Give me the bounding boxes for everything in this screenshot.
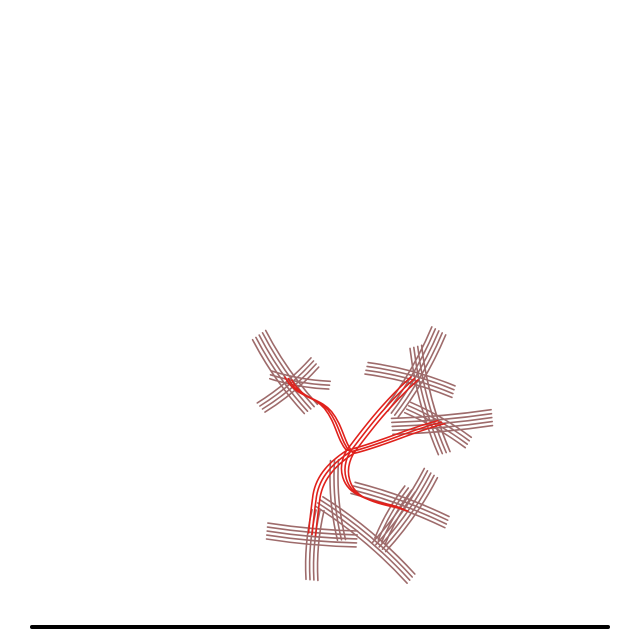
fiber-strand <box>354 481 450 518</box>
fiber-strand <box>259 360 315 407</box>
fiber-strand <box>403 411 467 449</box>
fiber-strand <box>380 489 413 543</box>
fiber-strand <box>393 332 443 416</box>
highlighted-path <box>307 449 347 534</box>
highlighted-path <box>349 421 443 453</box>
highlighted-path <box>347 453 409 513</box>
fiber-strand <box>322 496 416 575</box>
fiber-strand <box>261 363 317 410</box>
fiber-strand <box>367 361 456 387</box>
fiber-strand <box>333 459 343 541</box>
fiber-strand <box>352 485 449 521</box>
fiber-strand <box>409 401 473 439</box>
fiber-strand <box>383 326 433 410</box>
fiber-strand <box>270 370 331 383</box>
fiber-strand <box>409 347 440 456</box>
fiber-strand <box>261 332 315 408</box>
fiber-strand <box>371 467 426 544</box>
fiber-bundles <box>251 326 494 584</box>
fiber-strand <box>312 509 321 581</box>
fiber-strand <box>374 485 406 539</box>
highlighted-path <box>346 419 439 452</box>
fiber-strand <box>384 476 439 553</box>
fiber-strand <box>366 365 455 391</box>
fiber-strand <box>413 346 444 455</box>
highlighted-path <box>345 375 413 451</box>
fiber-strand <box>269 377 330 390</box>
highlighted-path <box>353 422 446 455</box>
fiber-strand <box>314 505 408 584</box>
fiber-strand <box>390 408 492 420</box>
highlighted-path <box>349 377 416 453</box>
fiber-strand <box>316 509 325 582</box>
highlighted-path <box>314 452 354 537</box>
fiber-strand <box>255 336 309 412</box>
fiber-strand <box>397 334 447 418</box>
fiber-strand <box>384 491 416 545</box>
fiber-strand <box>256 357 312 404</box>
highlighted-paths <box>283 375 446 537</box>
fiber-strand <box>407 405 471 442</box>
highlighted-path <box>290 379 355 455</box>
fiber-strand <box>337 459 347 541</box>
fiber-strand <box>381 474 435 550</box>
fiber-strand <box>351 489 448 525</box>
fiber-strand <box>365 369 454 395</box>
fiber-strand <box>416 345 447 454</box>
highlighted-path <box>287 377 351 453</box>
fiber-strand <box>391 412 493 424</box>
highlighted-path <box>283 376 348 452</box>
fiber-strand <box>269 374 331 386</box>
fiber-strand <box>251 338 306 415</box>
fiber-strand <box>317 502 411 581</box>
fiber-strand <box>264 366 320 413</box>
highlighted-path <box>311 451 351 536</box>
fiber-strand <box>420 344 451 453</box>
fiber-strand <box>364 373 453 399</box>
fiber-strand <box>377 487 410 541</box>
highlighted-path <box>352 378 420 454</box>
